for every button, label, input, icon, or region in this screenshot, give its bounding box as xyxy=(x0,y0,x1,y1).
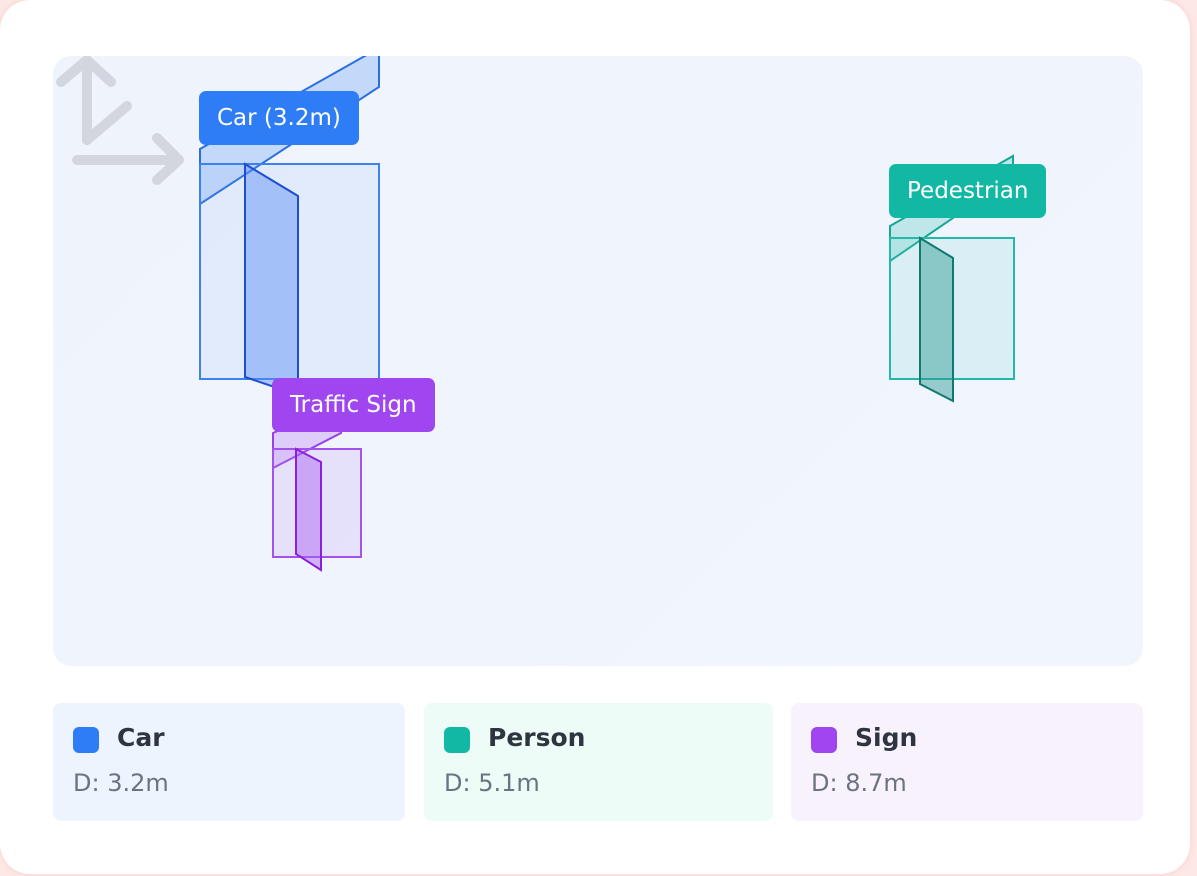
sign-box-front-face xyxy=(272,448,362,558)
car-box-front-face xyxy=(199,163,380,380)
car-box-side-face xyxy=(244,162,299,397)
legend-sign-distance: D: 8.7m xyxy=(811,769,907,797)
legend-item-sign: Sign D: 8.7m xyxy=(791,703,1143,821)
legend-item-car: Car D: 3.2m xyxy=(53,703,405,821)
legend-car-distance: D: 3.2m xyxy=(73,769,169,797)
car-label-tag: Car (3.2m) xyxy=(199,91,359,145)
sign-bounding-box[interactable] xyxy=(272,402,362,572)
sign-box-side-face xyxy=(295,447,322,572)
legend-car-name: Car xyxy=(117,723,165,752)
car-color-swatch xyxy=(73,727,99,753)
person-color-swatch xyxy=(444,727,470,753)
traffic-sign-label-tag: Traffic Sign xyxy=(272,378,435,432)
legend-sign-name: Sign xyxy=(855,723,918,752)
pedestrian-label-tag: Pedestrian xyxy=(889,164,1047,218)
scene-viewport: Car (3.2m) Pedestrian Traffic Sign xyxy=(53,56,1143,666)
legend-person-distance: D: 5.1m xyxy=(444,769,540,797)
axes-3d-icon xyxy=(56,56,184,185)
bounding-boxes-layer xyxy=(199,56,1015,572)
legend-item-person: Person D: 5.1m xyxy=(424,703,773,821)
pedestrian-box-side-face xyxy=(919,236,954,403)
sign-color-swatch xyxy=(811,727,837,753)
legend-person-name: Person xyxy=(488,723,586,752)
